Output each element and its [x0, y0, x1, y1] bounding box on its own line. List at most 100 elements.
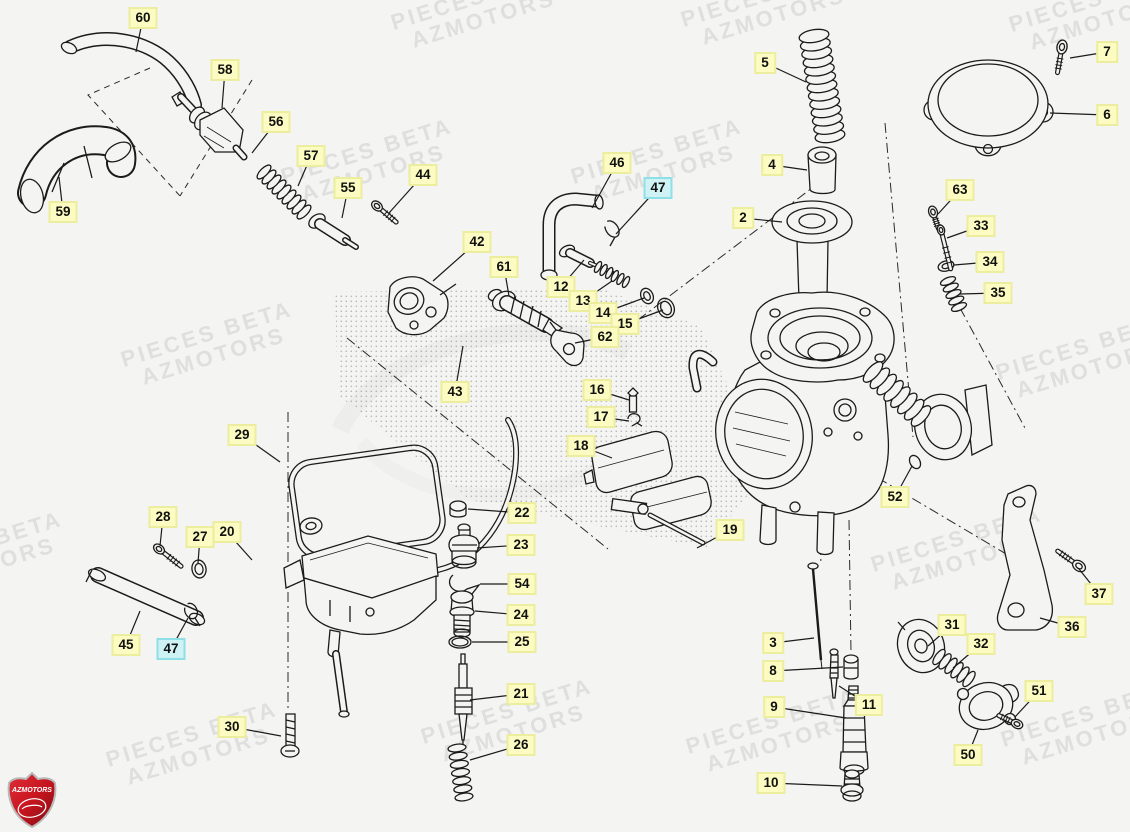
part-21-needle-jet	[454, 653, 473, 746]
part-9-main-nozzle	[839, 685, 869, 776]
part-32-enricher-spring	[932, 648, 976, 688]
part-label-56[interactable]: 56	[261, 111, 291, 133]
part-label-6[interactable]: 6	[1096, 104, 1118, 126]
part-label-61[interactable]: 61	[489, 256, 519, 278]
part-25-oring	[448, 635, 472, 649]
logo-swoosh	[17, 798, 47, 818]
part-19-float-pin	[647, 512, 706, 546]
part-51-enricher-screw	[996, 713, 1024, 730]
part-label-4[interactable]: 4	[761, 154, 783, 176]
part-label-46[interactable]: 46	[602, 152, 632, 174]
part-37-bracket-bolt	[1055, 548, 1087, 573]
part-54-clip	[448, 574, 481, 595]
part-label-2[interactable]: 2	[732, 207, 754, 229]
part-10-main-jet	[840, 769, 864, 802]
part-label-36[interactable]: 36	[1057, 616, 1087, 638]
part-11-pilot-jet	[829, 648, 839, 699]
part-label-54[interactable]: 54	[507, 573, 537, 595]
part-44-screw	[370, 200, 399, 225]
part-label-5[interactable]: 5	[754, 52, 776, 74]
part-label-30[interactable]: 30	[217, 716, 247, 738]
part-7-cover-screw	[1054, 39, 1068, 76]
part-2-top-cap	[771, 200, 853, 306]
part-label-18[interactable]: 18	[566, 435, 596, 457]
part-label-26[interactable]: 26	[506, 734, 536, 756]
part-label-50[interactable]: 50	[953, 744, 983, 766]
part-13-adjuster-spring	[593, 260, 631, 289]
part-57-valve-spring	[256, 164, 312, 220]
part-label-47[interactable]: 47	[643, 177, 673, 199]
part-47-clip-bottom	[183, 602, 201, 627]
part-label-34[interactable]: 34	[975, 251, 1005, 273]
part-35-spring	[939, 275, 968, 313]
part-58-fuel-valve	[171, 91, 248, 161]
part-label-57[interactable]: 57	[296, 145, 326, 167]
part-26-jet-spring	[447, 743, 474, 802]
part-label-23[interactable]: 23	[506, 534, 536, 556]
part-1-carburetor-body	[688, 291, 993, 556]
part-label-19[interactable]: 19	[715, 519, 745, 541]
part-55-choke-plunger	[308, 213, 359, 250]
part-label-45[interactable]: 45	[111, 634, 141, 656]
part-throttle-shaft-spring	[862, 361, 932, 427]
part-60-breather-hose	[60, 32, 202, 112]
part-59-intake-boot	[17, 125, 137, 214]
part-label-22[interactable]: 22	[507, 502, 537, 524]
part-label-51[interactable]: 51	[1024, 680, 1054, 702]
part-label-60[interactable]: 60	[128, 7, 158, 29]
part-label-27[interactable]: 27	[185, 526, 215, 548]
part-label-20[interactable]: 20	[212, 521, 242, 543]
part-label-17[interactable]: 17	[586, 406, 616, 428]
halftone-texture	[335, 288, 768, 548]
part-label-11[interactable]: 11	[854, 694, 884, 716]
part-47-clip-top	[604, 220, 620, 247]
part-label-24[interactable]: 24	[506, 604, 536, 626]
part-label-37[interactable]: 37	[1084, 583, 1114, 605]
part-label-9[interactable]: 9	[763, 696, 785, 718]
part-label-58[interactable]: 58	[210, 59, 240, 81]
part-label-62[interactable]: 62	[590, 326, 620, 348]
logo-text: AZMOTORS	[11, 787, 52, 794]
part-23-pump-piston	[448, 523, 480, 569]
part-label-28[interactable]: 28	[148, 506, 178, 528]
logo-shield	[7, 771, 57, 829]
part-label-63[interactable]: 63	[945, 179, 975, 201]
part-label-52[interactable]: 52	[880, 486, 910, 508]
part-label-32[interactable]: 32	[966, 633, 996, 655]
azmotors-logo: AZMOTORS	[7, 771, 57, 829]
part-label-7[interactable]: 7	[1096, 41, 1118, 63]
part-label-21[interactable]: 21	[506, 683, 536, 705]
part-label-31[interactable]: 31	[937, 614, 967, 636]
part-label-55[interactable]: 55	[333, 177, 363, 199]
part-label-16[interactable]: 16	[582, 379, 612, 401]
part-5-slide-spring	[798, 28, 846, 144]
part-6-diaphragm-cover	[923, 59, 1054, 157]
part-4-spring-seat	[807, 146, 837, 195]
part-8-needle-holder	[843, 654, 859, 680]
part-label-8[interactable]: 8	[762, 660, 784, 682]
part-28-screw	[152, 543, 184, 569]
part-30-bowl-screw	[280, 713, 300, 758]
part-label-10[interactable]: 10	[756, 772, 786, 794]
part-label-12[interactable]: 12	[546, 276, 576, 298]
part-label-43[interactable]: 43	[440, 381, 470, 403]
part-label-33[interactable]: 33	[966, 215, 996, 237]
part-label-3[interactable]: 3	[762, 632, 784, 654]
part-22-pump-plug	[449, 500, 467, 518]
part-62-cable-hook	[549, 321, 585, 367]
part-42-bracket	[387, 276, 457, 336]
part-label-29[interactable]: 29	[227, 424, 257, 446]
part-label-35[interactable]: 35	[983, 282, 1013, 304]
part-label-44[interactable]: 44	[408, 164, 438, 186]
part-3-jet-needle	[807, 562, 823, 670]
part-label-42[interactable]: 42	[462, 231, 492, 253]
part-label-59[interactable]: 59	[48, 201, 78, 223]
part-label-25[interactable]: 25	[507, 631, 537, 653]
part-45-drain-hose	[85, 567, 206, 626]
part-36-mounting-bracket	[996, 484, 1054, 631]
part-label-47[interactable]: 47	[156, 638, 186, 660]
part-17-needle-clip	[627, 413, 643, 427]
